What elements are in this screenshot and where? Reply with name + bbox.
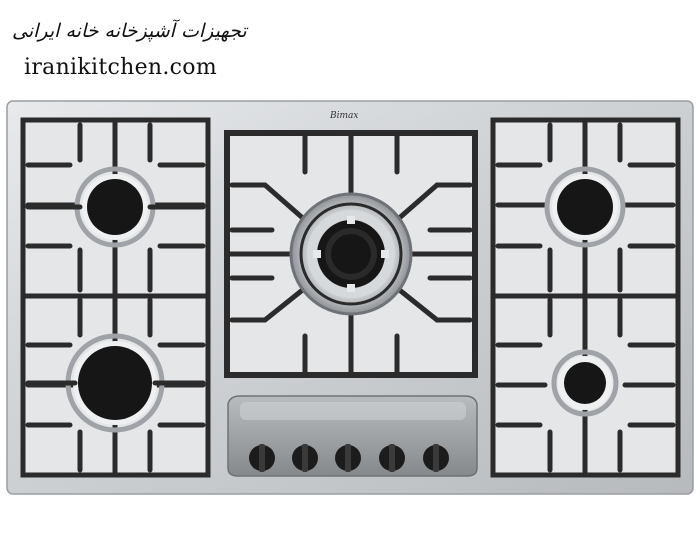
center-grate	[224, 130, 478, 378]
right-rear-burner	[544, 166, 626, 248]
control-panel	[227, 395, 478, 477]
persian-title: تجهیزات آشپزخانه خانه ایرانی	[12, 20, 247, 42]
right-front-burner	[551, 349, 619, 417]
knob-3	[335, 444, 361, 472]
knob-5	[423, 444, 449, 472]
control-knobs	[249, 444, 449, 472]
brand-logo: Bimax	[329, 111, 358, 121]
right-grate	[490, 117, 681, 478]
left-front-burner	[65, 333, 165, 433]
center-wok-burner	[289, 192, 413, 316]
knob-2	[292, 444, 318, 472]
knob-4	[379, 444, 405, 472]
left-rear-burner	[74, 166, 156, 248]
knob-1	[249, 444, 275, 472]
site-url: iranikitchen.com	[24, 55, 217, 80]
